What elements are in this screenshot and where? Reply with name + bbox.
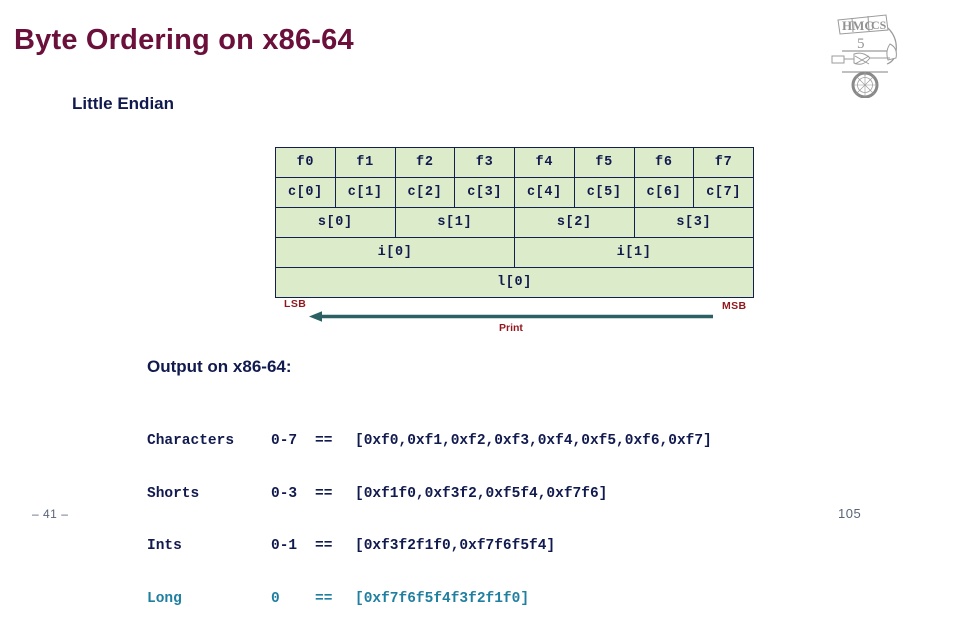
code-type-label: Characters bbox=[147, 433, 235, 449]
code-line: Characters 0-7 == [0xf0,0xf1,0xf2,0xf3,0xf4… bbox=[147, 433, 712, 451]
footer-slide-marker: – 41 – bbox=[32, 507, 69, 521]
table-cell: c[3] bbox=[454, 177, 515, 208]
code-line: Shorts 0-3 == [0xf1f0,0xf3f2,0xf5f4,0xf7f6] bbox=[147, 486, 712, 504]
code-line: Ints 0-1 == [0xf3f2f1f0,0xf7f6f5f4] bbox=[147, 538, 712, 556]
table-cell: f1 bbox=[334, 147, 396, 178]
code-value: [0xf7f6f5f4f3f2f1f0] bbox=[355, 590, 530, 607]
table-row: f0 f1 f2 f3 f4 f5 f6 f7 bbox=[275, 147, 754, 178]
lsb-label: LSB bbox=[284, 298, 307, 310]
output-code-block: Characters 0-7 == [0xf0,0xf1,0xf2,0xf3,0xf4… bbox=[147, 398, 712, 626]
code-index-range: 0-7 bbox=[271, 433, 298, 449]
svg-text:CS: CS bbox=[871, 18, 887, 32]
table-cell: f0 bbox=[275, 147, 336, 178]
svg-text:5: 5 bbox=[857, 36, 865, 52]
table-cell: f6 bbox=[633, 147, 695, 178]
code-value: [0xf1f0,0xf3f2,0xf5f4,0xf7f6] bbox=[355, 485, 608, 502]
table-row: l[0] bbox=[275, 267, 754, 298]
code-index-range: 0 bbox=[271, 590, 280, 607]
table-cell: f7 bbox=[693, 147, 754, 178]
table-cell: f3 bbox=[454, 147, 515, 178]
table-cell: c[4] bbox=[514, 177, 575, 208]
table-cell: c[0] bbox=[275, 177, 336, 208]
memory-layout-table: f0 f1 f2 f3 f4 f5 f6 f7 c[0] c[1] c[2] c… bbox=[275, 147, 754, 298]
table-cell: c[1] bbox=[334, 177, 396, 208]
code-equals: == bbox=[315, 538, 333, 554]
table-cell: f5 bbox=[573, 147, 635, 178]
table-row: s[0] s[1] s[2] s[3] bbox=[275, 207, 754, 238]
footer-page-number: 105 bbox=[838, 506, 862, 521]
table-cell: s[0] bbox=[275, 207, 396, 238]
table-cell: c[7] bbox=[693, 177, 754, 208]
hmc-cs-logo-icon: HMC CS 5 bbox=[824, 6, 944, 98]
table-row: c[0] c[1] c[2] c[3] c[4] c[5] c[6] c[7] bbox=[275, 177, 754, 208]
code-value: [0xf3f2f1f0,0xf7f6f5f4] bbox=[355, 538, 556, 554]
print-direction-arrow-icon bbox=[309, 309, 715, 325]
table-cell: c[2] bbox=[394, 177, 456, 208]
code-type-label: Long bbox=[147, 590, 182, 607]
table-cell: s[2] bbox=[514, 207, 635, 238]
table-cell: f4 bbox=[514, 147, 575, 178]
section-heading-little-endian: Little Endian bbox=[72, 94, 174, 113]
page-title: Byte Ordering on x86-64 bbox=[14, 24, 354, 56]
code-equals: == bbox=[315, 590, 333, 607]
table-cell: s[3] bbox=[633, 207, 754, 238]
output-heading: Output on x86-64: bbox=[147, 357, 292, 376]
table-cell: c[5] bbox=[573, 177, 635, 208]
msb-label: MSB bbox=[722, 300, 747, 312]
print-label: Print bbox=[499, 322, 523, 334]
code-type-label: Ints bbox=[147, 538, 182, 554]
table-cell: s[1] bbox=[394, 207, 515, 238]
code-index-range: 0-1 bbox=[271, 538, 298, 554]
table-cell: i[1] bbox=[514, 237, 754, 268]
table-cell: f2 bbox=[394, 147, 456, 178]
code-value: [0xf0,0xf1,0xf2,0xf3,0xf4,0xf5,0xf6,0xf7… bbox=[355, 433, 712, 449]
table-row: i[0] i[1] bbox=[275, 237, 754, 268]
table-cell: c[6] bbox=[633, 177, 695, 208]
code-line: Long 0 == [0xf7f6f5f4f3f2f1f0] bbox=[147, 591, 712, 609]
svg-text:HMC: HMC bbox=[842, 18, 874, 33]
memory-table-body: f0 f1 f2 f3 f4 f5 f6 f7 c[0] c[1] c[2] c… bbox=[275, 147, 754, 298]
code-type-label: Shorts bbox=[147, 485, 200, 502]
code-index-range: 0-3 bbox=[271, 485, 298, 502]
table-cell: i[0] bbox=[275, 237, 515, 268]
code-equals: == bbox=[315, 485, 333, 502]
code-equals: == bbox=[315, 433, 333, 449]
table-cell: l[0] bbox=[275, 267, 754, 298]
